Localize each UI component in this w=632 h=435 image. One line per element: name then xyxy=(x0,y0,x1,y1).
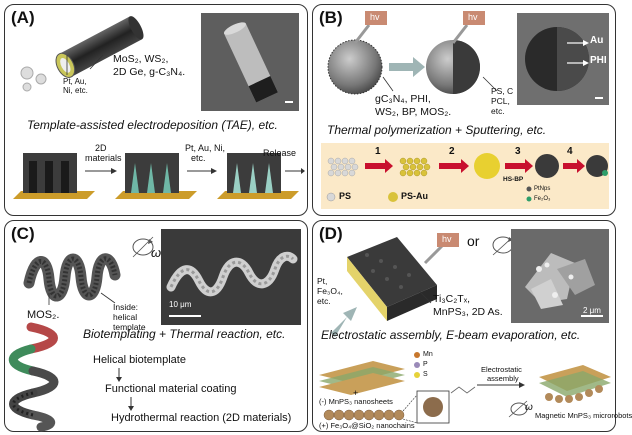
assembly-line-2: assembly xyxy=(487,374,519,383)
hv-arrow xyxy=(423,233,459,265)
microrobots-label: Magnetic MnPS₃ microrobots xyxy=(535,411,632,420)
hv-label-1: hv xyxy=(370,12,380,22)
step-label-materials: materials xyxy=(85,153,122,163)
deposition-arrow xyxy=(331,307,357,337)
step-number-2: 2 xyxy=(449,146,455,157)
nanosheet-slab-illustration xyxy=(347,237,437,321)
sem-image-helix xyxy=(161,229,301,325)
legend-ps: PS xyxy=(339,191,352,201)
metals-line-2: Ni, etc. xyxy=(63,86,88,95)
flow-step-2: Functional material coating xyxy=(105,383,237,395)
process-steps-box: 1 2 3 4 HS-BP PS PS-Au PtNps Fe₂O₃ xyxy=(321,143,609,209)
materials-line-2: WS₂, BP, MOS₂. xyxy=(375,106,452,118)
omega-symbol-2: ω xyxy=(525,402,533,413)
sem-label-au: Au xyxy=(590,35,604,46)
caption: Biotemplating + Thermal reaction, etc. xyxy=(83,327,286,341)
panel-label: (D) xyxy=(319,224,343,243)
hs-bp-label: HS-BP xyxy=(503,176,524,183)
legend-fe2o3: Fe₂O₃ xyxy=(534,196,551,202)
legend-p: P xyxy=(423,361,428,368)
materials-line-1: MoS₂, WS₂, xyxy=(113,53,169,65)
pointer-lines xyxy=(48,292,116,305)
pointer-lines xyxy=(66,54,104,75)
step-label-metals: Pt, Au, Ni, xyxy=(185,143,226,153)
hv-label-2: hv xyxy=(468,12,478,22)
step-number-3: 3 xyxy=(515,146,521,157)
panel-label: (A) xyxy=(11,8,35,27)
materials-line-2: 2D Ge, g-C₃N₄. xyxy=(113,66,186,78)
sem-image-nanosheets xyxy=(511,229,609,323)
janus-sphere-illustration xyxy=(327,39,480,95)
helix-illustration xyxy=(23,253,121,302)
sem-label-phi: PHI xyxy=(590,55,607,66)
pointer-line xyxy=(418,290,432,304)
metals-line-1: Pt, xyxy=(317,276,328,286)
caption: Electrostatic assembly, E-beam evaporati… xyxy=(321,328,581,342)
mos2-label: MOS₂. xyxy=(27,309,60,321)
hv-label: hv xyxy=(442,234,452,244)
nanotube-illustration xyxy=(55,16,144,78)
legend-ptnps: PtNps xyxy=(534,186,551,192)
panel-label: (B) xyxy=(319,8,343,27)
legend-s: S xyxy=(423,371,428,378)
hv-arrows xyxy=(353,11,485,44)
or-label: or xyxy=(467,233,480,249)
legend-ps-au: PS-Au xyxy=(401,191,428,201)
flow-step-1: Helical biotemplate xyxy=(93,354,186,366)
helical-biotemplate-illustration xyxy=(8,322,59,432)
nanosheets-label: (-) MnPS₃ nanosheets xyxy=(319,397,393,406)
step-number-1: 1 xyxy=(375,146,381,157)
metal-particles xyxy=(20,66,47,92)
plus-sign: + xyxy=(353,388,359,398)
caption: Template-assisted electrodeposition (TAE… xyxy=(27,118,278,132)
caption: Thermal polymerization + Sputtering, etc… xyxy=(327,123,547,137)
flow-step-3: Hydrothermal reaction (2D materials) xyxy=(111,412,292,424)
materials-line-1: gC₃N₄, PHI, xyxy=(375,93,431,105)
sem-image-nanotube xyxy=(201,13,299,111)
step-number-4: 4 xyxy=(567,146,573,157)
panel-label: (C) xyxy=(11,224,35,243)
metals-line-1: Pt, Au, xyxy=(63,77,87,86)
panel-b: (B) hv hv gC₃N₄, PHI, WS₂, BP, MOS₂. PS,… xyxy=(312,4,616,216)
scale-bar-label: 10 μm xyxy=(169,300,192,309)
rotation-icon xyxy=(132,236,154,258)
step-label-2d: 2D xyxy=(95,143,107,153)
pointer-lines xyxy=(382,76,498,92)
polymer-line-3: etc. xyxy=(491,106,505,116)
omega-symbol: ω xyxy=(151,245,162,260)
metals-line-3: etc. xyxy=(317,296,331,306)
metals-line-2: Fe₃O₄, xyxy=(317,286,343,296)
sem-image-janus-particle xyxy=(517,13,609,105)
panel-d: (D) hv or ω Pt, Fe₃O₄, etc. Ti₃C₂Tₓ, MnP… xyxy=(312,220,632,432)
inside-line-3: template xyxy=(113,322,146,332)
nanochains-label: (+) Fe₃O₄@SiO₂ nanochains xyxy=(319,421,415,430)
template-process-diagram xyxy=(13,153,305,199)
assembly-line-1: Electrostatic xyxy=(481,365,522,374)
legend-mn: Mn xyxy=(423,351,433,358)
flow-arrow-2 xyxy=(128,397,134,411)
inside-line-2: helical xyxy=(113,312,138,322)
scale-bar-label: 2 μm xyxy=(583,306,601,315)
polymer-line-2: PCL, xyxy=(491,96,510,106)
step-label-release: Release xyxy=(263,148,297,158)
inside-line-1: Inside: xyxy=(113,302,139,312)
panel-a: (A) Pt, Au, Ni, etc. MoS₂, WS₂, 2D Ge, g… xyxy=(4,4,308,216)
assembly-schematic xyxy=(319,352,611,424)
step-label-etc: etc. xyxy=(191,153,206,163)
materials-line-2: MnPS₃, 2D As. xyxy=(433,306,503,318)
flow-arrow-1 xyxy=(116,368,122,382)
polymer-line-1: PS, C xyxy=(491,86,514,96)
materials-line-1: Ti₃C₂Tₓ, xyxy=(433,293,471,305)
panel-c: (C) ω MOS₂. Inside: helical template 10 … xyxy=(4,220,308,432)
